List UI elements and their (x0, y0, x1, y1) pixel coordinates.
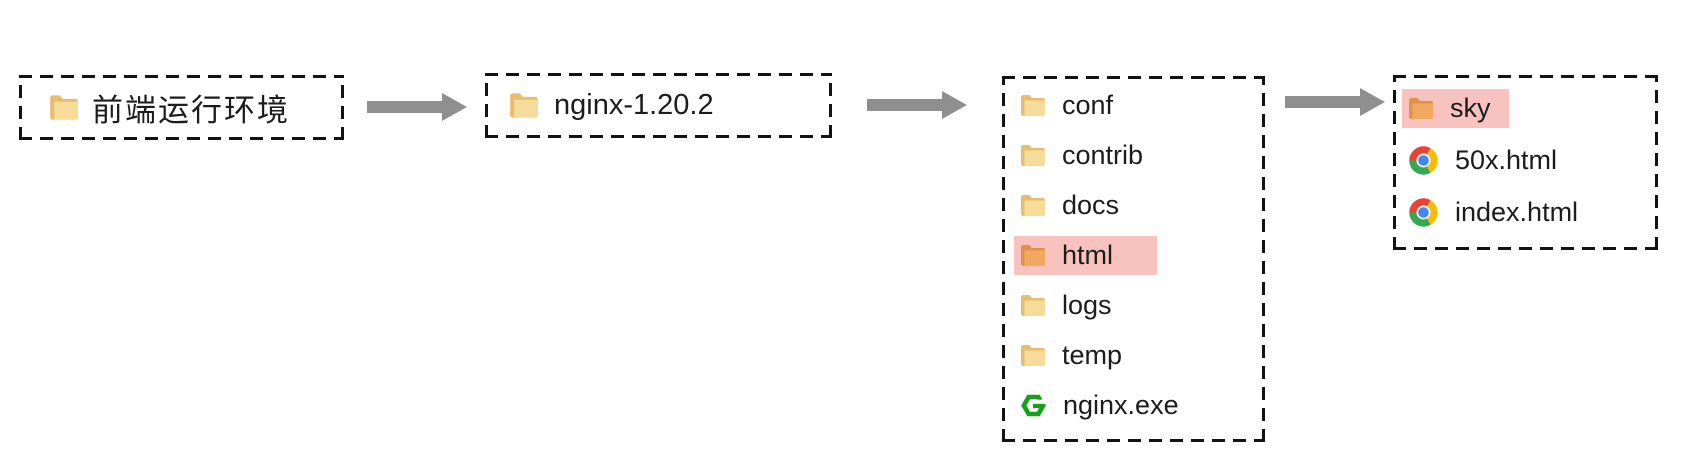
highlight-html: html (1014, 235, 1158, 275)
list-item: 50x.html (1402, 134, 1658, 186)
list-item: contrib (1014, 130, 1265, 180)
file-name-label: index.html (1455, 196, 1579, 227)
folder-name-label: logs (1062, 289, 1112, 320)
folder-name-label: temp (1062, 339, 1123, 370)
folder-icon (1021, 344, 1045, 366)
flow-arrow-3 (1285, 88, 1385, 116)
arrow-shaft (867, 99, 942, 111)
folder-icon (1021, 244, 1045, 266)
flow-arrow-2 (867, 91, 967, 119)
file-name-label: nginx.exe (1063, 389, 1179, 420)
nginx-contents-box: conf contrib docs (1002, 76, 1265, 442)
highlight-sky: sky (1402, 88, 1509, 128)
frontend-env-box: 前端运行环境 (19, 75, 344, 140)
folder-name-label: sky (1450, 92, 1491, 123)
arrow-head-icon (942, 91, 967, 119)
folder-icon (1021, 194, 1045, 216)
arrow-head-icon (442, 93, 467, 121)
list-item: nginx.exe (1014, 380, 1265, 430)
nginx-version-label: nginx-1.20.2 (554, 89, 714, 121)
folder-name-label: html (1062, 239, 1114, 270)
folder-icon (1021, 294, 1045, 316)
folder-icon (1021, 94, 1045, 116)
folder-name-label: docs (1062, 189, 1120, 220)
list-item: index.html (1402, 186, 1658, 238)
nginx-logo-icon (1021, 394, 1047, 416)
folder-icon (510, 93, 538, 118)
html-contents-box: sky 50x.html (1393, 75, 1658, 250)
folder-icon (50, 95, 78, 120)
list-item: temp (1014, 330, 1265, 380)
flow-arrow-1 (367, 93, 467, 121)
folder-name-label: conf (1062, 89, 1114, 120)
list-item: logs (1014, 280, 1265, 330)
folder-icon (1409, 97, 1433, 119)
folder-name-label: contrib (1062, 139, 1144, 170)
list-item-highlighted: html (1014, 230, 1265, 280)
folder-icon (1021, 144, 1045, 166)
list-item-highlighted: sky (1402, 82, 1658, 134)
chrome-icon (1409, 145, 1438, 175)
list-item: docs (1014, 180, 1265, 230)
list-item: conf (1014, 80, 1265, 130)
arrow-shaft (1285, 96, 1360, 108)
arrow-shaft (367, 101, 442, 113)
nginx-version-box: nginx-1.20.2 (485, 73, 832, 138)
frontend-env-label: 前端运行环境 (92, 93, 290, 128)
chrome-icon (1409, 197, 1438, 227)
arrow-head-icon (1360, 88, 1385, 116)
file-name-label: 50x.html (1455, 144, 1558, 175)
